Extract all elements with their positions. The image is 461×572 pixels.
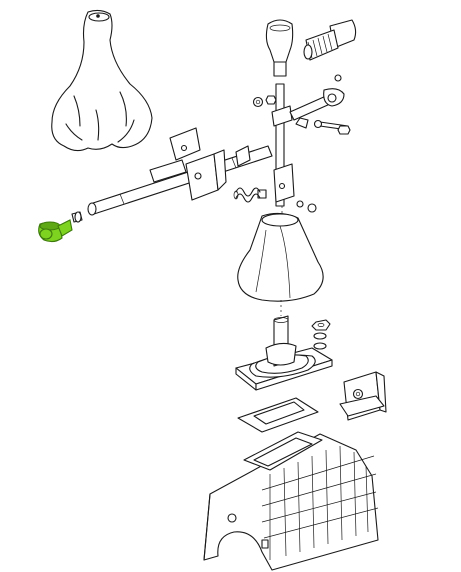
banjo-nut[interactable]	[71, 211, 83, 223]
leader-lines	[280, 206, 283, 316]
spring-sleeve[interactable]	[303, 19, 357, 82]
gaiter-plate[interactable]	[235, 315, 333, 391]
shift-knob-small[interactable]	[265, 19, 294, 77]
shift-knob-large[interactable]	[51, 9, 153, 152]
gasket[interactable]	[237, 397, 319, 433]
vertical-lever[interactable]	[271, 83, 295, 207]
linkage-arm[interactable]	[289, 88, 349, 131]
coil-spring[interactable]	[233, 187, 261, 203]
bracket-assembly[interactable]	[169, 127, 251, 201]
mount-bracket[interactable]	[339, 371, 387, 421]
highlighted-banjo-fitting[interactable]	[38, 219, 73, 243]
shift-boot[interactable]	[237, 212, 324, 302]
stacked-nuts[interactable]	[311, 319, 331, 350]
shifter-housing[interactable]	[203, 431, 379, 571]
